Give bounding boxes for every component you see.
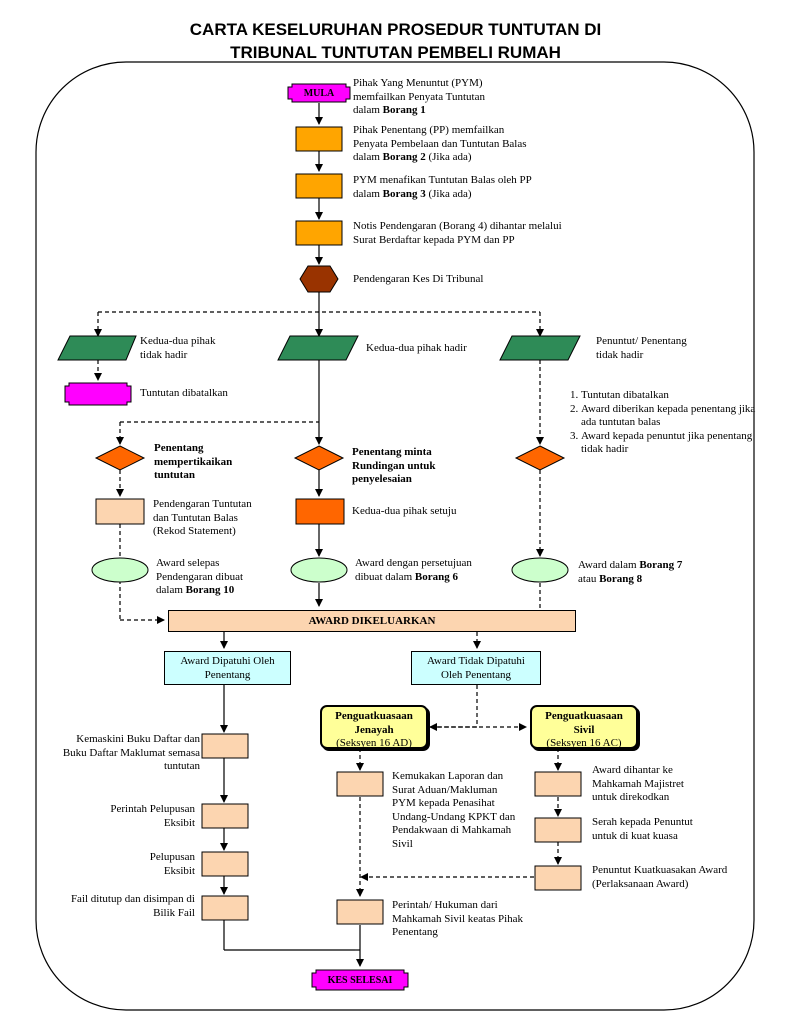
update-text: Kemaskini Buku Daftar dan Buku Daftar Ma…	[62, 733, 200, 772]
disposal-order-box	[201, 803, 249, 829]
step-1-label: Pihak Yang Menuntut (PYM) memfailkan Pen…	[353, 77, 485, 116]
enforce-text: Penuntut Kuatkuasakan Award (Perlaksanaa…	[592, 864, 728, 890]
right-outcome-1: Tuntutan dibatalkan	[581, 389, 761, 403]
step-2-form: Borang 2	[382, 151, 426, 163]
mid-diamond	[293, 445, 345, 471]
left-para-text: Kedua-dua pihak tidak hadir	[140, 335, 216, 361]
dismissed-node	[64, 382, 132, 406]
criminal-enforcement-box: Penguatkuasaan Jenayah (Seksyen 16 AD)	[320, 705, 428, 749]
step-2-suffix: (Jika ada)	[425, 151, 472, 163]
start-node	[287, 83, 351, 103]
report-text: Kemukakan Laporan dan Surat Aduan/Maklum…	[392, 770, 516, 850]
mid-diamond-text: Penentang minta Rundingan untuk penyeles…	[352, 446, 436, 485]
mid-award-form: Borang 6	[414, 570, 458, 583]
mid-award-ellipse	[290, 557, 348, 583]
right-outcome-2: Award diberikan kepada penentang jika ad…	[581, 403, 761, 430]
left-hearing-text: Pendengaran Tuntutan dan Tuntutan Balas …	[153, 498, 252, 537]
hearing-text: Pendengaran Kes Di Tribunal	[353, 273, 484, 285]
step-1-text: Pihak Yang Menuntut (PYM) memfailkan Pen…	[353, 77, 513, 118]
serve-box	[534, 817, 582, 843]
mid-parallelogram	[277, 335, 359, 361]
step-2-box	[295, 173, 343, 199]
complied-box: Award Dipatuhi Oleh Penentang	[164, 651, 291, 685]
step-3-text: PYM menafikan Tuntutan Balas oleh PP dal…	[353, 174, 553, 201]
mid-agree-box	[295, 498, 345, 525]
step-3-suffix: (Jika ada)	[425, 187, 472, 200]
step-2-label: Pihak Penentang (PP) memfailkan Penyata …	[353, 124, 527, 163]
disposal-box	[201, 851, 249, 877]
enforce-box	[534, 865, 582, 891]
start-label: MULA	[303, 88, 335, 99]
dismissed-text: Tuntutan dibatalkan	[140, 387, 228, 399]
right-award-form-8: Borang 8	[599, 572, 643, 585]
step-3-form: Borang 3	[382, 187, 426, 200]
right-outcome-3: Award kepada penuntut jika penentang tid…	[581, 430, 761, 457]
award-issued-bar: AWARD DIKELUARKAN	[168, 610, 576, 632]
step-3-label: PYM menafikan Tuntutan Balas oleh PP dal…	[353, 174, 532, 200]
page-title-line-2: TRIBUNAL TUNTUTAN PEMBELI RUMAH	[230, 43, 561, 62]
court-order-text: Perintah/ Hukuman dari Mahkamah Sivil ke…	[392, 899, 524, 938]
left-award-ellipse	[91, 557, 149, 583]
mid-para-text: Kedua-dua pihak hadir	[366, 342, 467, 354]
page-title: CARTA KESELURUHAN PROSEDUR TUNTUTAN DI T…	[0, 18, 791, 64]
mid-award-text: Award dengan persetujuan dibuat dalam Bo…	[355, 557, 480, 584]
right-award-connector: atau	[578, 572, 600, 585]
disposal-text: Pelupusan Eksibit	[149, 851, 195, 877]
filed-box	[201, 895, 249, 921]
right-outcome-list: Tuntutan dibatalkan Award diberikan kepa…	[567, 389, 761, 457]
step-4-text: Notis Pendengaran (Borang 4) dihantar me…	[353, 220, 562, 246]
right-parallelogram	[499, 335, 581, 361]
civil-title: Penguatkuasaan Sivil	[545, 710, 623, 736]
left-award-form: Borang 10	[185, 584, 235, 596]
mid-award-label: Award dengan persetujuan dibuat dalam	[355, 557, 472, 583]
right-para-text: Penuntut/ Penentang tidak hadir	[596, 335, 687, 361]
right-award-label: Award dalam	[578, 559, 640, 571]
left-parallelogram	[57, 335, 137, 361]
report-box	[336, 771, 384, 797]
criminal-section: (Seksyen 16 AD)	[336, 737, 412, 749]
not-complied-box: Award Tidak Dipatuhi Oleh Penentang	[411, 651, 541, 685]
end-node	[311, 969, 409, 991]
left-hearing-box	[95, 498, 145, 525]
left-award-text: Award selepas Pendengaran dibuat dalam B…	[156, 557, 261, 598]
step-1-form: Borang 1	[382, 104, 426, 116]
hearing-hexagon	[299, 265, 339, 293]
right-award-form-7: Borang 7	[639, 559, 683, 571]
right-award-ellipse	[511, 557, 569, 583]
disposal-order-text: Perintah Pelupusan Eksibit	[110, 803, 195, 829]
criminal-title: Penguatkuasaan Jenayah	[335, 710, 413, 736]
magistrate-text: Award dihantar ke Mahkamah Majistret unt…	[592, 764, 684, 803]
end-label: KES SELESAI	[327, 975, 393, 986]
right-award-text: Award dalam Borang 7 atau Borang 8	[578, 559, 708, 586]
serve-text: Serah kepada Penuntut untuk di kuat kuas…	[592, 816, 693, 842]
outer-frame	[35, 61, 755, 1011]
step-3-box	[295, 220, 343, 246]
update-box	[201, 733, 249, 759]
left-diamond-text: Penentang mempertikaikan tuntutan	[154, 442, 233, 481]
right-diamond	[514, 445, 566, 471]
mid-agree-text: Kedua-dua pihak setuju	[352, 505, 457, 517]
civil-enforcement-box: Penguatkuasaan Sivil (Seksyen 16 AC)	[530, 705, 638, 749]
step-2-text: Pihak Penentang (PP) memfailkan Penyata …	[353, 124, 528, 165]
filed-text: Fail ditutup dan disimpan di Bilik Fail	[70, 893, 195, 919]
page-title-line-1: CARTA KESELURUHAN PROSEDUR TUNTUTAN DI	[189, 20, 602, 39]
left-award-label: Award selepas Pendengaran dibuat dalam	[156, 557, 244, 596]
left-diamond	[94, 445, 146, 471]
court-order-box	[336, 899, 384, 925]
magistrate-box	[534, 771, 582, 797]
step-1-box	[295, 126, 343, 152]
civil-section: (Seksyen 16 AC)	[546, 737, 622, 749]
